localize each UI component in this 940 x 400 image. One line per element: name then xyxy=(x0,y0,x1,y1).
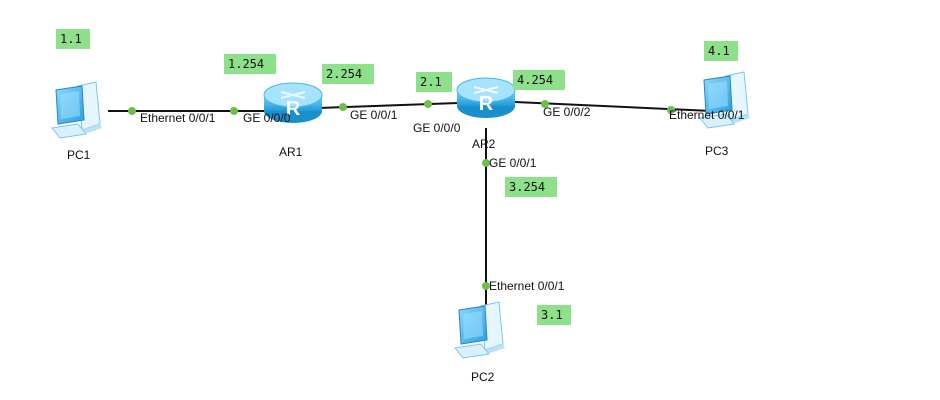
port-dot-ar2-ge000[interactable] xyxy=(424,100,432,108)
port-dot-pc2-eth[interactable] xyxy=(482,282,490,290)
port-label-ar2-ge000: GE 0/0/0 xyxy=(413,121,461,135)
port-label-pc3-eth: Ethernet 0/0/1 xyxy=(669,108,745,122)
device-pc1[interactable] xyxy=(51,81,103,139)
router-icon xyxy=(456,77,516,119)
ip-label-pc3: 4.1 xyxy=(708,44,730,58)
ip-badge-ar2-ge000[interactable]: 2.1 xyxy=(416,72,452,92)
port-label-ar2-ge001: GE 0/0/1 xyxy=(489,156,537,170)
ip-label-ar1-ge001: 2.254 xyxy=(326,67,362,81)
device-label-pc1: PC1 xyxy=(67,148,91,162)
ip-label-pc2: 3.1 xyxy=(541,308,563,322)
ip-badge-ar1[interactable]: 1.254 xyxy=(224,54,276,74)
port-label-ar1-ge000: GE 0/0/0 xyxy=(243,111,291,125)
ip-badge-pc1[interactable]: 1.1 xyxy=(56,29,90,49)
ip-badge-ar1-ge001[interactable]: 2.254 xyxy=(322,64,374,84)
port-labels: Ethernet 0/0/1 GE 0/0/0 GE 0/0/1 GE 0/0/… xyxy=(140,105,745,293)
port-dot-pc1-eth[interactable] xyxy=(128,107,136,115)
ip-label-ar2-ge001: 3.254 xyxy=(509,180,545,194)
port-label-pc1-eth: Ethernet 0/0/1 xyxy=(140,111,216,125)
ip-badge-pc2[interactable]: 3.1 xyxy=(537,305,571,325)
port-dot-ar2-ge002[interactable] xyxy=(541,100,549,108)
port-dot-ar1-ge000[interactable] xyxy=(230,107,238,115)
ip-label-ar2-ge002: 4.254 xyxy=(517,73,553,87)
pc-icon xyxy=(51,81,103,139)
ip-badge-ar2-ge002[interactable]: 4.254 xyxy=(513,70,565,90)
port-dot-ar2-ge001[interactable] xyxy=(482,159,490,167)
device-label-pc2: PC2 xyxy=(471,370,495,384)
device-ar2[interactable] xyxy=(456,77,516,119)
ip-label-ar1: 1.254 xyxy=(228,57,264,71)
port-dot-pc3-eth[interactable] xyxy=(667,106,675,114)
port-label-pc2-eth: Ethernet 0/0/1 xyxy=(489,279,565,293)
device-pc2[interactable] xyxy=(454,301,506,359)
ip-labels: 1.1 1.254 2.254 2.1 4.254 4.1 3.254 3.1 xyxy=(56,29,738,325)
ip-badge-ar2-ge001[interactable]: 3.254 xyxy=(505,177,557,197)
port-dot-ar1-ge001[interactable] xyxy=(339,103,347,111)
port-label-ar2-ge002: GE 0/0/2 xyxy=(543,105,591,119)
device-label-pc3: PC3 xyxy=(705,144,729,158)
port-label-ar1-ge001: GE 0/0/1 xyxy=(350,108,398,122)
pc-icon xyxy=(454,301,506,359)
device-label-ar2: AR2 xyxy=(472,137,496,151)
ip-badge-pc3[interactable]: 4.1 xyxy=(704,41,738,61)
links xyxy=(108,101,713,314)
ip-label-pc1: 1.1 xyxy=(60,32,82,46)
ip-label-ar2-ge000: 2.1 xyxy=(420,75,442,89)
device-label-ar1: AR1 xyxy=(279,145,303,159)
port-dots xyxy=(128,100,675,290)
